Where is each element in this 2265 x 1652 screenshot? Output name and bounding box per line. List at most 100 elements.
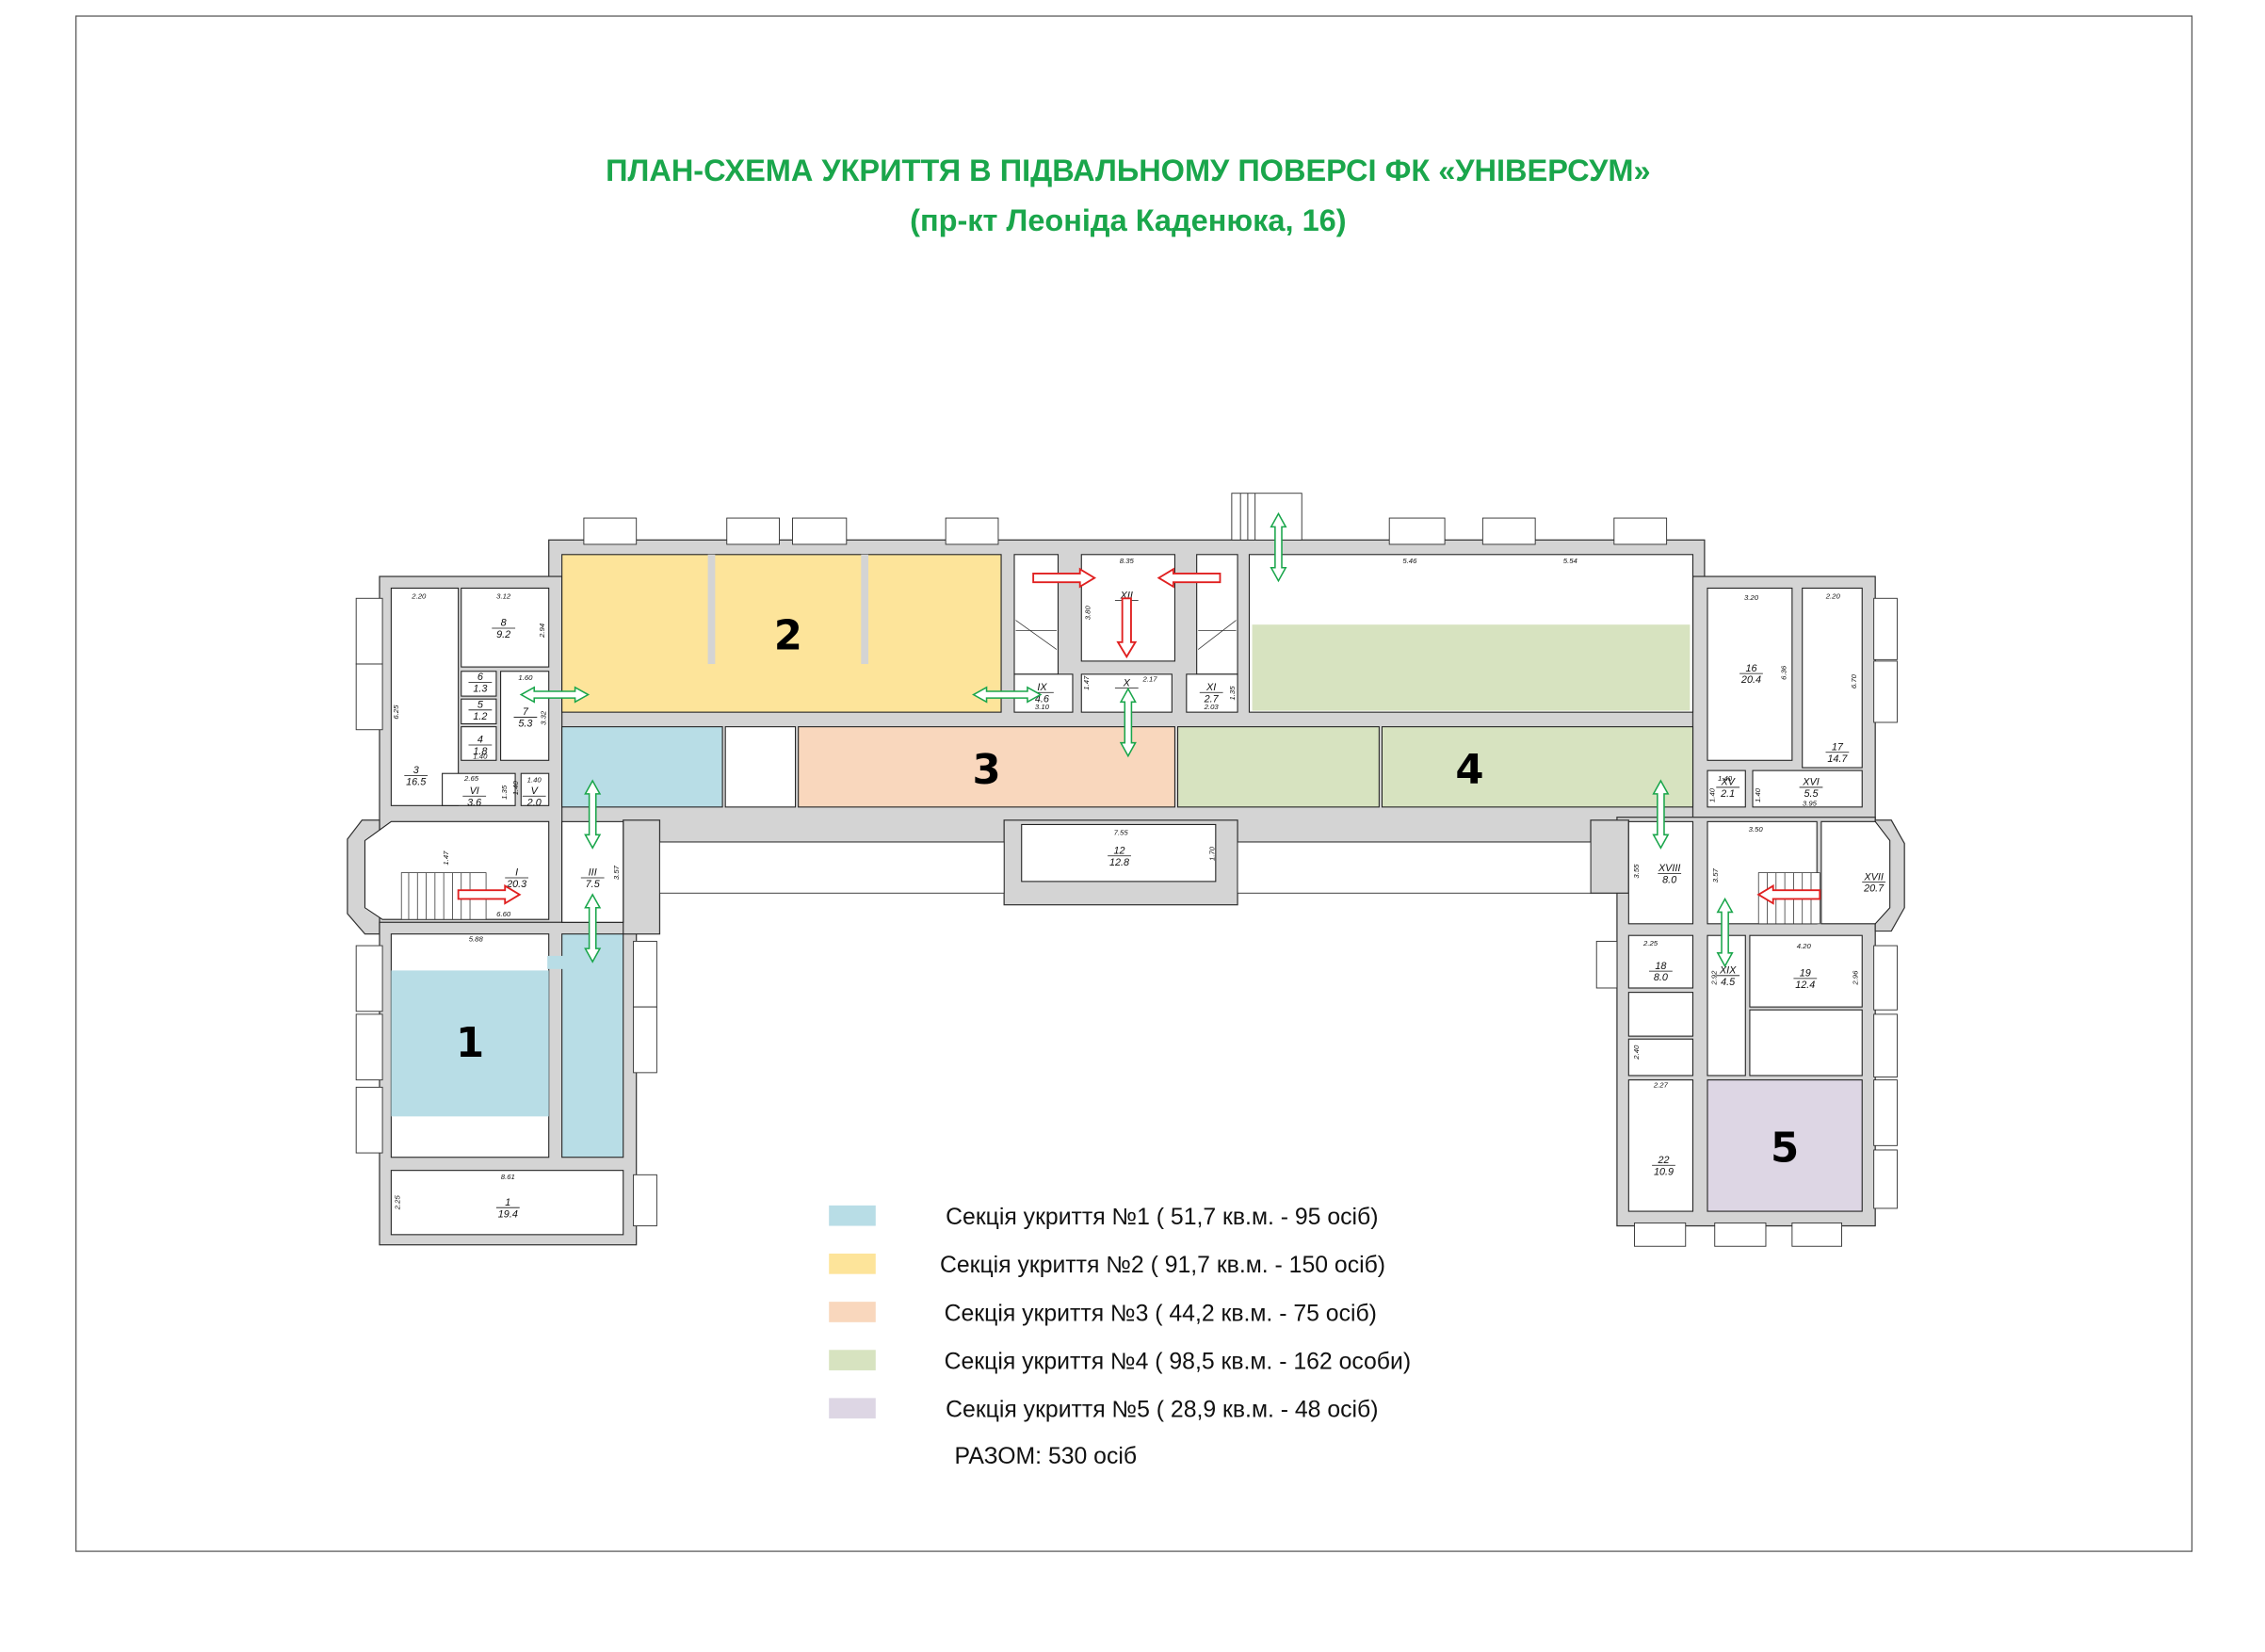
room-number: III [589,867,597,879]
section-number-3: 3 [972,747,1000,794]
window [1873,660,1898,723]
room-area: 20.4 [1740,674,1761,686]
passage-double-arrow-icon [972,686,1043,704]
room-label: 41.8 [468,735,493,757]
room-number: 7 [523,706,529,718]
room-label: VI3.6 [462,786,487,808]
window [1791,1222,1843,1247]
section-numbers: 1 2 3 4 5 [456,613,1799,1173]
room-area: 1.3 [473,683,487,694]
section-1-area [391,970,549,1117]
exit-arrow-icon [1756,883,1821,905]
room-number: XIX [1719,964,1737,976]
room-label: X [1114,677,1139,688]
room-number: 8 [501,618,507,629]
room-area: 16.5 [406,777,427,788]
window [1481,517,1536,545]
window [1873,945,1898,1011]
room-area: 9.2 [496,629,510,640]
legend-swatch-5 [829,1398,876,1419]
window [1613,517,1668,545]
room-area: 14.7 [1827,753,1848,765]
dimension-label: 8.61 [501,1173,515,1181]
room-number: 5 [477,699,484,710]
dimension-label: 3.32 [540,710,548,725]
window [633,1006,657,1074]
window [1873,1079,1898,1146]
window [792,517,848,545]
room-label: 89.2 [492,618,516,640]
room-label: V2.0 [522,786,546,808]
page-title: ПЛАН-СХЕМА УКРИТТЯ В ПІДВАЛЬНОМУ ПОВЕРСІ… [606,154,1650,187]
dimension-label: 2.92 [1709,970,1718,986]
exit-arrow-icon [1157,567,1221,589]
window [945,517,999,545]
dimension-label: 1.40 [1718,774,1733,783]
room-labels: 316.589.261.351.241.875.3VI3.6V2.0I20.3I… [404,590,1886,1220]
window [1873,1149,1898,1209]
window [355,1086,383,1154]
room-label: I20.3 [505,867,529,890]
room-number: XVIII [1658,863,1680,874]
legend-swatch-4 [829,1350,876,1370]
legend-swatch-3 [829,1302,876,1322]
dimension-label: 1.40 [1708,787,1717,802]
room-area: 10.9 [1654,1166,1674,1177]
section-number-5: 5 [1771,1125,1799,1172]
room-number: I [515,867,518,879]
room-area: 20.3 [506,879,526,890]
room-number: 1 [505,1197,510,1208]
exit-arrow-icon [1032,567,1097,589]
dimension-label: 1.47 [1082,675,1091,690]
legend-swatch-1 [829,1205,876,1226]
dimension-label: 1.47 [442,850,450,866]
passage-double-arrow-icon [1270,511,1287,583]
room-area: 2.1 [1720,788,1735,800]
dimension-label: 2.40 [1632,1045,1641,1061]
section-2-area [561,554,1002,713]
window [1388,517,1446,545]
room-area: 12.4 [1795,980,1815,991]
legend-label-3: Секція укриття №3 ( 44,2 кв.м. - 75 осіб… [945,1301,1377,1326]
section-1-area [561,933,624,1158]
window [355,663,383,731]
dimension-label: 1.35 [500,785,509,800]
window [583,517,638,545]
room-label: 188.0 [1649,961,1673,983]
passage-double-arrow-icon [1716,897,1734,968]
dimension-label: 2.27 [1653,1080,1669,1089]
legend-label-5: Секція укриття №5 ( 28,9 кв.м. - 48 осіб… [946,1398,1378,1423]
dimension-label: 2.03 [1204,703,1220,711]
section-4-area [1381,726,1694,808]
dimension-label: 3.55 [1632,864,1641,879]
room-number: XVII [1863,871,1883,883]
section-number-4: 4 [1455,747,1483,794]
legend-total: РАЗОМ: 530 осіб [954,1444,1137,1469]
dimension-label: 1.40 [527,776,542,785]
passage-double-arrow-icon [519,686,591,704]
room-number: X [1123,677,1131,688]
room-area: 12.8 [1109,857,1129,868]
room-number: 6 [477,672,484,683]
window [355,1013,383,1081]
dimension-label: 2.17 [1142,675,1158,684]
dimension-label: 5.88 [469,934,484,943]
dimension-label: 3.80 [1084,606,1092,621]
room-number: 12 [1114,845,1125,856]
room-area: 19.4 [498,1208,518,1220]
passage-double-arrow-icon [584,779,602,850]
room-number: 4 [477,735,483,746]
exit-arrow-icon [457,883,522,905]
room-number: 17 [1832,741,1844,753]
dimension-label: 3.50 [1749,825,1764,834]
section-3-area [798,726,1175,808]
window [1634,1222,1687,1247]
